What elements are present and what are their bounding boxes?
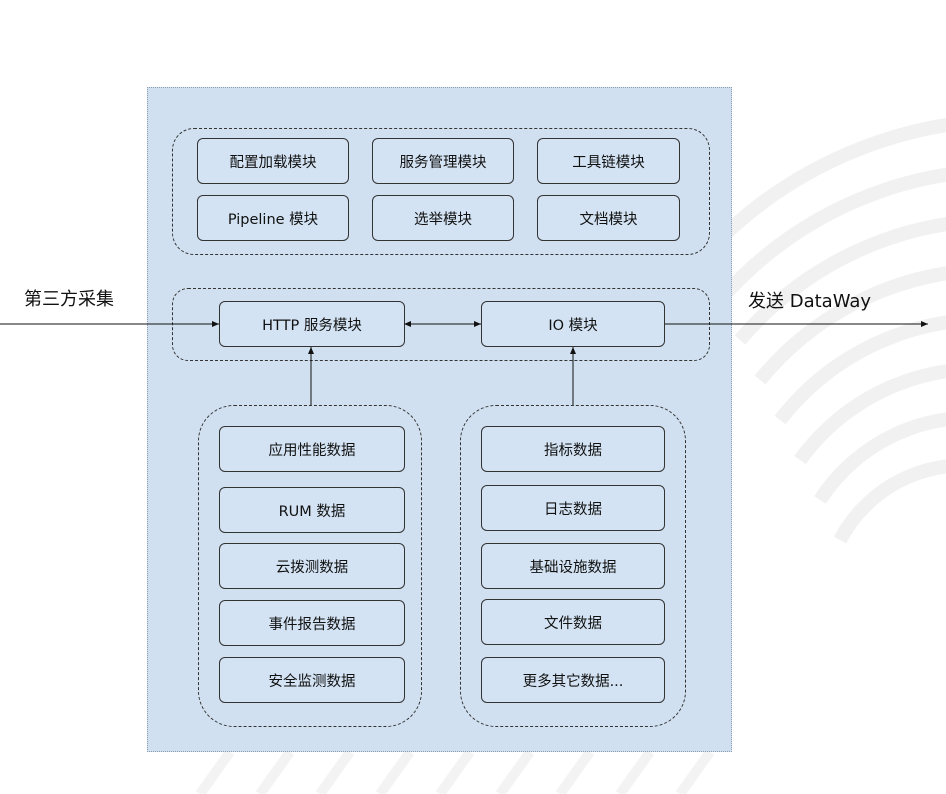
security-monitoring-data: 安全监测数据	[219, 657, 405, 703]
event-report-data: 事件报告数据	[219, 600, 405, 646]
docs-module: 文档模块	[537, 195, 680, 241]
toolchain-module: 工具链模块	[537, 138, 680, 184]
io-data-sources-group	[460, 405, 686, 727]
dial-testing-data: 云拨测数据	[219, 543, 405, 589]
send-dataway-label: 发送 DataWay	[748, 291, 872, 312]
core-modules-group	[172, 128, 710, 255]
config-loading-module: 配置加载模块	[197, 138, 349, 184]
apm-data: 应用性能数据	[219, 426, 405, 472]
rum-data: RUM 数据	[219, 487, 405, 533]
file-data: 文件数据	[481, 599, 665, 645]
io-transport-group	[172, 288, 710, 361]
infrastructure-data: 基础设施数据	[481, 543, 665, 589]
http-service-module: HTTP 服务模块	[219, 301, 405, 347]
third-party-collection-label: 第三方采集	[24, 289, 114, 310]
http-data-sources-group	[198, 405, 422, 727]
election-module: 选举模块	[372, 195, 514, 241]
pipeline-module: Pipeline 模块	[197, 195, 349, 241]
metrics-data: 指标数据	[481, 426, 665, 472]
service-management-module: 服务管理模块	[372, 138, 514, 184]
more-data: 更多其它数据...	[481, 657, 665, 703]
log-data: 日志数据	[481, 485, 665, 531]
io-module: IO 模块	[481, 301, 665, 347]
